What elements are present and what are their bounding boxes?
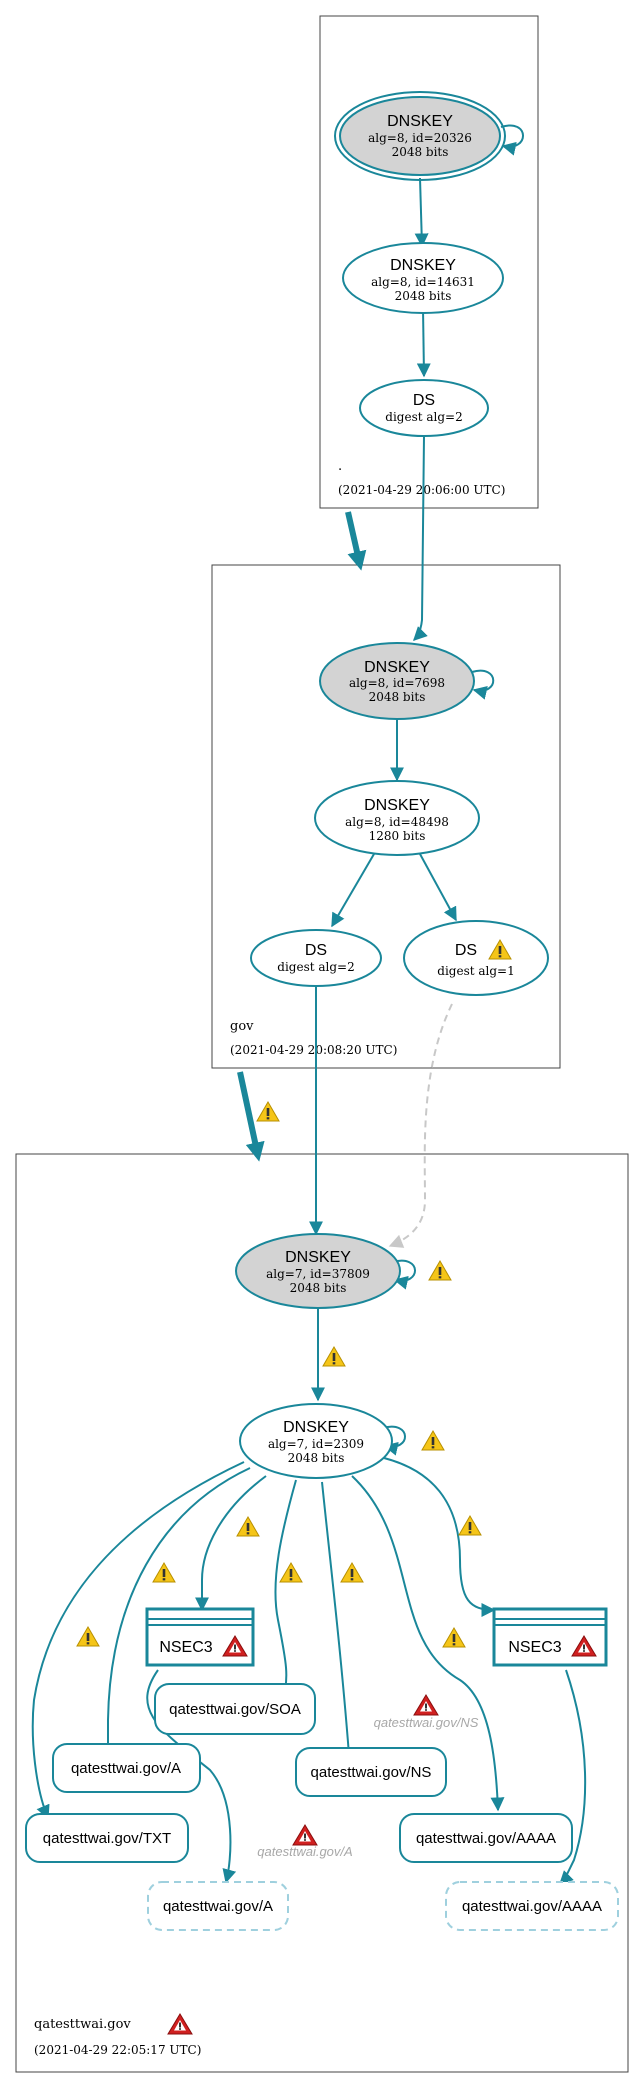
node-root-zsk-line2: 2048 bits — [395, 289, 452, 303]
zone-qatesttwai-name: qatesttwai.gov — [34, 2017, 131, 2032]
edge-gov-ksk-self — [471, 669, 495, 700]
node-gov-zsk-title: DNSKEY — [364, 797, 430, 814]
node-gov-ds2-title: DS — [305, 942, 327, 959]
node-qa-ksk-line2: 2048 bits — [290, 1281, 347, 1295]
node-nsec3-a[interactable]: NSEC3 — [145, 1607, 255, 1667]
node-gov-ds2[interactable]: DS digest alg=2 — [250, 929, 382, 987]
edge-qa-aaaa-warning-icon — [442, 1627, 466, 1648]
node-rr-soa-label: qatesttwai.gov/SOA — [169, 1701, 301, 1718]
zone-box-gov — [211, 564, 561, 1069]
node-rr-soa[interactable]: qatesttwai.gov/SOA — [154, 1683, 316, 1735]
node-root-ksk-line1: alg=8, id=20326 — [368, 131, 472, 145]
edge-qa-soa-warning-icon — [279, 1562, 303, 1583]
node-nsec3-a-title: NSEC3 — [159, 1639, 212, 1656]
node-root-ksk[interactable]: DNSKEY alg=8, id=20326 2048 bits — [334, 91, 506, 181]
node-nsec3-b[interactable]: NSEC3 — [492, 1607, 608, 1667]
node-neg-aaaa-label: qatesttwai.gov/AAAA — [462, 1898, 602, 1915]
node-gov-zsk-line2: 1280 bits — [369, 829, 426, 843]
edge-qa-zsk-to-nsec3-b — [383, 1457, 496, 1617]
node-qa-ksk-line1: alg=7, id=37809 — [266, 1267, 370, 1281]
node-rr-a-label: qatesttwai.gov/A — [71, 1760, 181, 1777]
node-qa-ksk[interactable]: DNSKEY alg=7, id=37809 2048 bits — [235, 1233, 401, 1309]
delegation-gov-to-qatesttwai — [237, 1071, 265, 1162]
node-rr-txt-label: qatesttwai.gov/TXT — [43, 1830, 171, 1847]
zone-qatesttwai-error-icon — [167, 2013, 193, 2035]
edge-qa-nsec3-b-warning-icon — [458, 1515, 482, 1536]
node-root-ksk-line2: 2048 bits — [392, 145, 449, 159]
node-gov-ds1[interactable]: DS digest alg=1 — [403, 920, 549, 996]
node-gov-zsk[interactable]: DNSKEY alg=8, id=48498 1280 bits — [314, 780, 480, 856]
zone-box-qatesttwai — [15, 1153, 629, 2073]
node-root-ds-title: DS — [413, 392, 435, 409]
error-ns-icon — [413, 1694, 439, 1716]
node-gov-ds1-line1: digest alg=1 — [437, 964, 514, 978]
edge-gov-zsk-to-ds2 — [331, 853, 375, 928]
node-gov-ds2-line1: digest alg=2 — [277, 960, 354, 974]
edge-root-zsk-to-ds — [416, 307, 431, 378]
edge-qa-ksk-self — [392, 1259, 416, 1290]
qa-ksk-warning-icon — [428, 1260, 452, 1281]
zone-box-root — [319, 15, 539, 509]
edge-qa-nsec3-a-warning-icon — [236, 1516, 260, 1537]
node-gov-zsk-line1: alg=8, id=48498 — [345, 815, 449, 829]
node-rr-a[interactable]: qatesttwai.gov/A — [52, 1743, 201, 1793]
node-root-zsk-title: DNSKEY — [390, 257, 456, 274]
node-root-ksk-title: DNSKEY — [387, 113, 453, 130]
delegation-gov-warning-icon — [256, 1101, 280, 1122]
node-qa-ksk-title: DNSKEY — [285, 1249, 351, 1266]
node-root-ds[interactable]: DS digest alg=2 — [359, 379, 489, 437]
node-qa-zsk-title: DNSKEY — [283, 1419, 349, 1436]
edge-qa-zsk-to-ns — [321, 1481, 357, 1770]
error-a-label: qatesttwai.gov/A — [257, 1844, 352, 1859]
node-rr-txt[interactable]: qatesttwai.gov/TXT — [25, 1813, 189, 1863]
zone-qatesttwai-timestamp: (2021-04-29 22:05:17 UTC) — [34, 2043, 201, 2057]
edge-qa-zsk-to-aaaa — [351, 1475, 505, 1812]
node-neg-a[interactable]: qatesttwai.gov/A — [147, 1881, 289, 1931]
edge-qa-zsk-to-a — [101, 1467, 251, 1762]
edge-gov-ds1-to-qa-ksk-dashed — [388, 1003, 453, 1248]
qa-ksk-to-zsk-warning-icon — [322, 1346, 346, 1367]
edge-root-ksk-to-zsk — [414, 177, 429, 248]
node-neg-aaaa[interactable]: qatesttwai.gov/AAAA — [445, 1881, 619, 1931]
node-rr-ns-label: qatesttwai.gov/NS — [311, 1764, 432, 1781]
edge-qa-a-warning-icon — [152, 1562, 176, 1583]
node-gov-ksk-line2: 2048 bits — [369, 690, 426, 704]
edge-qa-zsk-self — [382, 1425, 406, 1456]
delegation-root-to-gov — [345, 511, 367, 571]
edge-gov-zsk-to-ds1 — [419, 853, 457, 922]
edge-nsec3-a-to-neg-a — [146, 1669, 237, 1884]
node-neg-a-label: qatesttwai.gov/A — [163, 1898, 273, 1915]
edge-qa-zsk-to-txt — [31, 1461, 245, 1820]
edge-root-ds-to-gov-ksk — [413, 435, 428, 641]
node-rr-ns[interactable]: qatesttwai.gov/NS — [295, 1747, 447, 1797]
node-qa-zsk-line2: 2048 bits — [288, 1451, 345, 1465]
node-nsec3-b-title: NSEC3 — [508, 1639, 561, 1656]
edge-qa-txt-warning-icon — [76, 1626, 100, 1647]
node-gov-ksk-title: DNSKEY — [364, 659, 430, 676]
qa-zsk-warning-icon — [421, 1430, 445, 1451]
node-gov-ds1-title: DS — [455, 942, 477, 959]
edge-qa-zsk-to-soa — [274, 1479, 297, 1702]
zone-gov-name: gov — [230, 1019, 254, 1034]
zone-gov-timestamp: (2021-04-29 20:08:20 UTC) — [230, 1043, 397, 1057]
node-root-zsk[interactable]: DNSKEY alg=8, id=14631 2048 bits — [342, 242, 504, 314]
edge-nsec3-b-to-neg-aaaa — [559, 1669, 587, 1885]
zone-root-timestamp: (2021-04-29 20:06:00 UTC) — [338, 483, 505, 497]
error-ns-label: qatesttwai.gov/NS — [374, 1715, 479, 1730]
node-qa-zsk-line1: alg=7, id=2309 — [268, 1437, 364, 1451]
node-rr-aaaa-label: qatesttwai.gov/AAAA — [416, 1830, 556, 1847]
zone-root-name: . — [338, 459, 342, 474]
edge-qa-zsk-to-nsec3-a — [195, 1475, 267, 1612]
error-a-icon — [292, 1824, 318, 1846]
node-qa-zsk[interactable]: DNSKEY alg=7, id=2309 2048 bits — [239, 1403, 393, 1479]
node-root-ds-line1: digest alg=2 — [385, 410, 462, 424]
edge-qa-ns-warning-icon — [340, 1562, 364, 1583]
node-gov-ksk[interactable]: DNSKEY alg=8, id=7698 2048 bits — [319, 642, 475, 720]
node-rr-aaaa[interactable]: qatesttwai.gov/AAAA — [399, 1813, 573, 1863]
node-gov-ksk-line1: alg=8, id=7698 — [349, 676, 445, 690]
node-root-zsk-line1: alg=8, id=14631 — [371, 275, 475, 289]
edge-root-ksk-self — [500, 124, 524, 156]
